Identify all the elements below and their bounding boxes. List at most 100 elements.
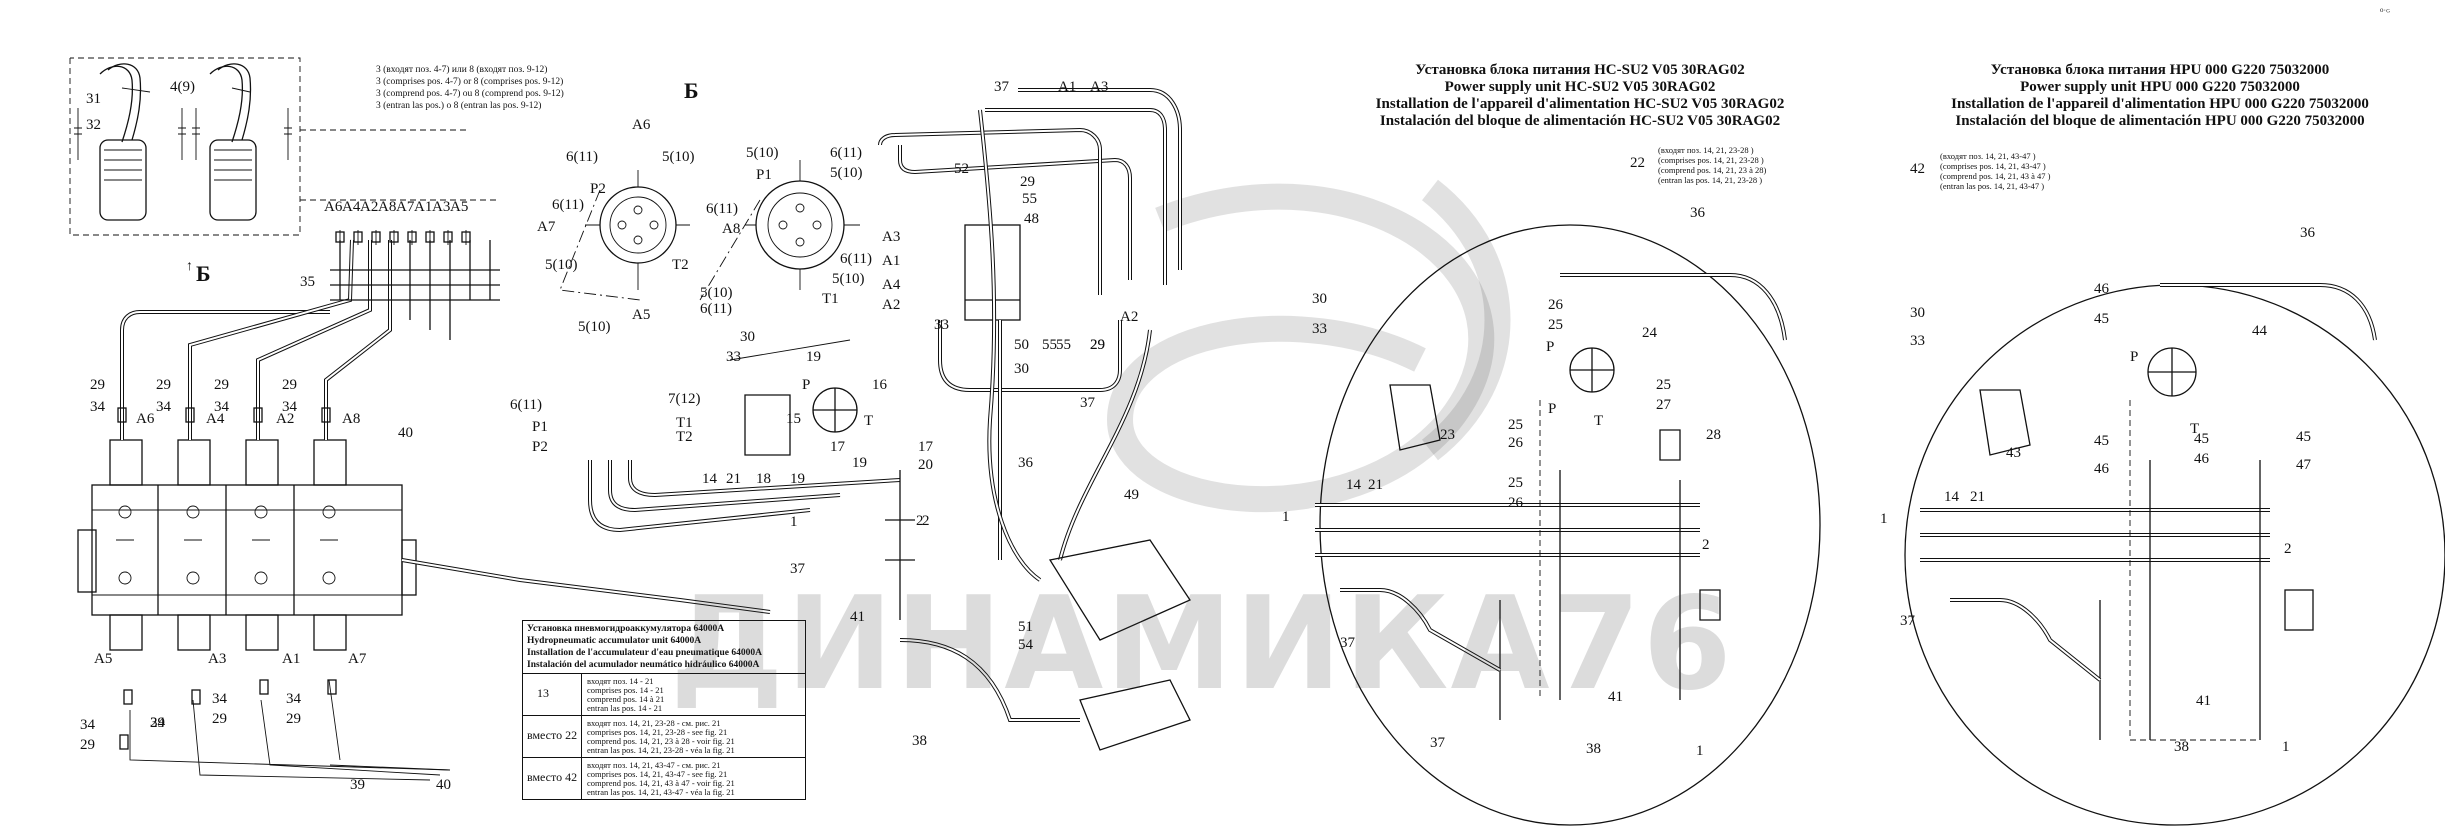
callout-c2a: 2	[916, 513, 924, 529]
callout-c29b: 29	[156, 377, 171, 393]
legend-row-3-line-4: entran las pos. 14, 21, 43-47 - véa la f…	[587, 787, 735, 797]
callout-lT2: T2	[676, 429, 693, 445]
hpu-note-line-2: (comprises pos. 14, 21, 43-47 )	[1940, 161, 2046, 171]
callout-c31: 31	[86, 91, 101, 107]
hpu-title-ru: Установка блока питания HPU 000 G220 750…	[1990, 62, 2330, 78]
callout-c55c: 55	[1056, 337, 1071, 353]
callout-v-510e: 5(10)	[700, 285, 733, 301]
callout-h26b: 26	[1508, 435, 1523, 451]
callout-c15: 15	[786, 411, 801, 427]
callout-c34h: 34	[286, 691, 301, 707]
callout-u30: 30	[1910, 305, 1925, 321]
hpu-unit-detail	[1904, 283, 2445, 826]
hc-title-en: Power supply unit HC-SU2 V05 30RAG02	[1444, 79, 1716, 95]
callout-lA2: A2	[276, 411, 295, 427]
hc-note-line-2: (comprises pos. 14, 21, 23-28 )	[1658, 155, 1764, 165]
joystick-detail-frame	[69, 57, 500, 236]
callout-c29k: 29	[1090, 337, 1105, 353]
callout-u44: 44	[2252, 323, 2267, 339]
hpu-note-line-3: (comprend pos. 14, 21, 43 à 47 )	[1940, 171, 2051, 181]
callout-v-611e: 6(11)	[700, 301, 732, 317]
legend-row-1-line-4: entran las pos. 14 - 21	[587, 703, 663, 713]
callout-u45b: 45	[2094, 433, 2109, 449]
watermark-swirl	[1106, 179, 1511, 513]
top-note-line-1: 3 (входят поз. 4-7) или 8 (входят поз. 9…	[376, 65, 548, 75]
callout-c34f: 34	[150, 715, 165, 731]
callout-u36: 36	[2300, 225, 2315, 241]
callout-c50: 50	[1014, 337, 1029, 353]
legend-header-en: Hydropneumatic accumulator unit 64000A	[527, 636, 702, 646]
top-connector-row	[335, 230, 471, 245]
callout-v-p1: P1	[756, 167, 772, 183]
callout-c41a: 41	[850, 609, 865, 625]
callout-c48: 48	[1024, 211, 1039, 227]
callout-v-510d: 5(10)	[830, 165, 863, 181]
legend-row-1-key: 13	[537, 686, 549, 700]
callout-h1a: 1	[1282, 509, 1290, 525]
callout-lA1: A1	[282, 651, 301, 667]
callout-v-a6: A6	[632, 117, 651, 133]
callout-h25a: 25	[1548, 317, 1563, 333]
callout-c29a: 29	[90, 377, 105, 393]
callout-c54: 54	[1018, 637, 1033, 653]
valve-bank-hoses	[120, 239, 771, 781]
callout-c2b: 2	[922, 513, 930, 529]
callout-cA3: A3	[1090, 79, 1109, 95]
callout-c29c: 29	[214, 377, 229, 393]
callout-c34c: 34	[214, 399, 229, 415]
callout-v-510f: 5(10)	[832, 271, 865, 287]
hpu-note-line-4: (entran las pos. 14, 21, 43-47 )	[1940, 181, 2045, 191]
callout-c39: 39	[350, 777, 365, 793]
callout-c19a: 19	[806, 349, 821, 365]
callout-lP1: P1	[532, 419, 548, 435]
callout-u21: 21	[1970, 489, 1985, 505]
callout-c30b: 30	[740, 329, 755, 345]
callout-c37b: 37	[994, 79, 1009, 95]
callout-cA2c: A2	[1120, 309, 1139, 325]
callout-c34a: 34	[90, 399, 105, 415]
callout-v-a8: A8	[722, 221, 741, 237]
callout-c38a: 38	[912, 733, 927, 749]
callout-c29e: 29	[80, 737, 95, 753]
legend-row-2-line-3: comprend pos. 14, 21, 23 à 28 - voir fig…	[587, 736, 735, 746]
callout-c34b: 34	[156, 399, 171, 415]
hpu-note-line-1: (входят поз. 14, 21, 43-47 )	[1940, 151, 2036, 161]
callout-c16: 16	[872, 377, 887, 393]
callout-v-611c: 6(11)	[830, 145, 862, 161]
callout-lA3: A3	[208, 651, 227, 667]
callout-c19b: 19	[790, 471, 805, 487]
callout-h28: 28	[1706, 427, 1721, 443]
callout-h33: 33	[1312, 321, 1327, 337]
callout-c34e: 34	[80, 717, 95, 733]
callout-u46b: 46	[2094, 461, 2109, 477]
callout-c7-12: 7(12)	[668, 391, 701, 407]
callout-c49: 49	[1124, 487, 1139, 503]
callout-v-510a: 5(10)	[662, 149, 695, 165]
legend-row-2-line-1: входят поз. 14, 21, 23-28 - см. рис. 21	[587, 718, 721, 728]
callout-c33a: 33	[934, 317, 949, 333]
callout-a1-top: A1	[414, 199, 433, 215]
callout-h25b: 25	[1656, 377, 1671, 393]
legend-header: Установка пневмогидроаккумулятора 64000A…	[523, 621, 805, 673]
legend-row-3-line-3: comprend pos. 14, 21, 43 à 47 - voir fig…	[587, 778, 735, 788]
view-arrow-label-b: Б	[196, 261, 211, 286]
callout-v-a7: A7	[537, 219, 556, 235]
callout-lA6: A6	[136, 411, 155, 427]
corner-mark: ⁰˙ᴳ	[2380, 7, 2390, 17]
callout-u41: 41	[2196, 693, 2211, 709]
callout-hP2: P	[1548, 401, 1557, 417]
callout-u47: 47	[2296, 457, 2311, 473]
callout-c14a: 14	[702, 471, 717, 487]
legend-row-2-key: вместо 22	[527, 728, 578, 742]
callout-h30: 30	[1312, 291, 1327, 307]
legend-row-3-line-2: comprises pos. 14, 21, 43-47 - see fig. …	[587, 769, 728, 779]
callout-hP: P	[1546, 339, 1555, 355]
callout-uP: P	[2130, 349, 2139, 365]
callout-u1a: 1	[1880, 511, 1888, 527]
hc-title-es: Instalación del bloque de alimentación H…	[1379, 113, 1781, 129]
callout-c4-9: 4(9)	[170, 79, 195, 95]
callout-uT: T	[2190, 421, 2200, 437]
hpu-title-en: Power supply unit HPU 000 G220 75032000	[2020, 79, 2300, 95]
callout-u45a: 45	[2094, 311, 2109, 327]
